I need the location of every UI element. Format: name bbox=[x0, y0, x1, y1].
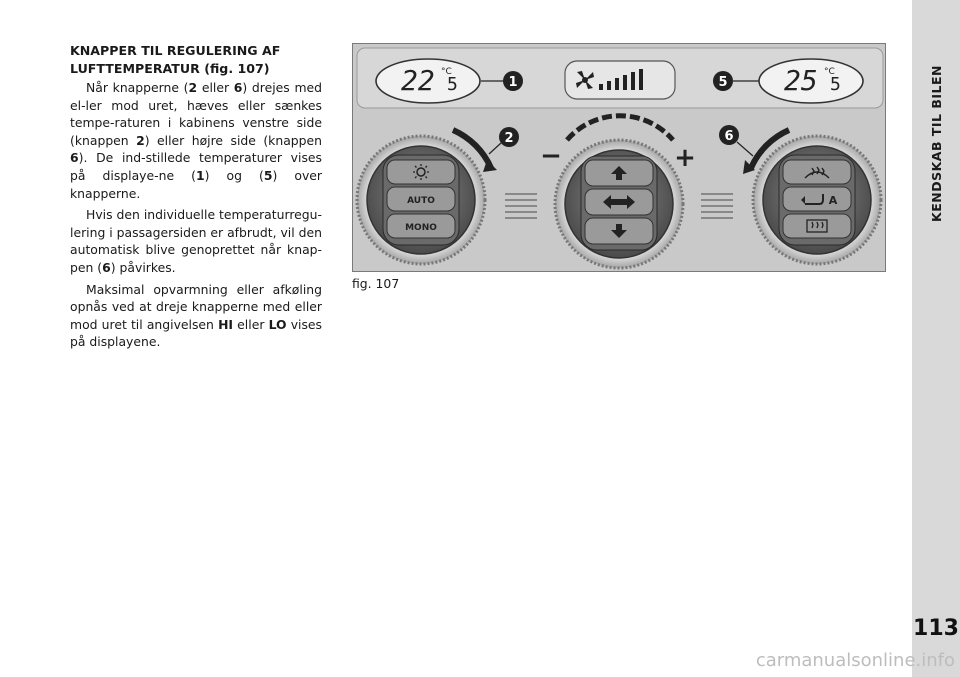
fan-speed-display bbox=[564, 60, 676, 100]
watermark-text: carmanualsonline.info bbox=[755, 650, 955, 671]
svg-text:MONO: MONO bbox=[405, 223, 437, 233]
center-distribution-knob bbox=[553, 138, 685, 270]
windshield-defrost-icon bbox=[804, 166, 830, 179]
callout-6-leader bbox=[736, 141, 754, 157]
side-band bbox=[912, 0, 960, 677]
figure-caption: fig. 107 bbox=[352, 276, 400, 291]
left-temp-decimal: 5 bbox=[447, 74, 458, 95]
recirc-button bbox=[386, 159, 456, 185]
paragraph-1: Når knapperne (2 eller 6) drejes med el-… bbox=[70, 80, 323, 201]
left-temp-display: 22 5 °C bbox=[375, 58, 481, 104]
article-heading: KNAPPER TIL REGULERING AF LUFTTEMPERATUR… bbox=[70, 42, 322, 78]
auto-button bbox=[386, 186, 456, 212]
climate-panel-illustration: 22 5 °C 1 bbox=[355, 47, 884, 270]
callout-2: 2 bbox=[499, 127, 519, 147]
svg-text:2: 2 bbox=[504, 131, 513, 146]
right-vent-grille bbox=[701, 193, 733, 219]
callout-5: 5 bbox=[713, 71, 733, 91]
heading-line-2: LUFTTEMPERATUR (fig. 107) bbox=[70, 61, 270, 76]
car-recirculation-icon bbox=[801, 194, 824, 205]
ac-button bbox=[782, 186, 852, 212]
svg-text:AUTO: AUTO bbox=[407, 196, 435, 206]
right-temp-unit: °C bbox=[824, 67, 835, 77]
svg-text:6: 6 bbox=[724, 129, 733, 144]
fan-speed-arc bbox=[565, 113, 675, 142]
section-title-text: KENDSKAB TIL BILEN bbox=[928, 64, 944, 222]
left-vent-grille bbox=[505, 193, 537, 219]
climate-control-figure: 22 5 °C 1 bbox=[352, 43, 886, 272]
left-temp-main: 22 bbox=[401, 64, 435, 97]
right-temp-decimal: 5 bbox=[830, 74, 841, 95]
callout-1: 1 bbox=[503, 71, 523, 91]
right-temp-display: 25 5 °C bbox=[758, 58, 864, 104]
rear-window-heater-icon bbox=[806, 219, 828, 233]
center-minus-sign: − bbox=[540, 141, 562, 171]
right-knob-arrowhead bbox=[743, 160, 755, 174]
article: KNAPPER TIL REGULERING AF LUFTTEMPERATUR… bbox=[70, 42, 322, 355]
fan-icon bbox=[576, 71, 594, 89]
section-title: KENDSKAB TIL BILEN bbox=[924, 48, 948, 238]
callout-2-leader bbox=[488, 142, 502, 155]
fan-level-bars bbox=[599, 69, 643, 90]
right-knob-arc-arrow bbox=[748, 127, 791, 170]
callout-6: 6 bbox=[719, 125, 739, 145]
arrow-left-right-icon bbox=[603, 195, 635, 209]
sun-icon bbox=[413, 164, 429, 180]
left-temp-unit: °C bbox=[441, 67, 452, 77]
center-plus-sign: + bbox=[674, 143, 696, 173]
svg-text:1: 1 bbox=[508, 75, 517, 90]
paragraph-2: Hvis den individuelle temperaturregu-ler… bbox=[70, 207, 322, 275]
paragraph-3: Maksimal opvarmning eller afkøling opnås… bbox=[70, 281, 323, 350]
svg-text:A: A bbox=[829, 194, 838, 207]
page-number: 113 bbox=[913, 616, 959, 641]
right-temp-main: 25 bbox=[784, 64, 818, 97]
arrow-up-icon bbox=[611, 166, 627, 180]
svg-text:5: 5 bbox=[718, 75, 727, 90]
arrow-down-icon bbox=[611, 224, 627, 238]
left-temp-knob: AUTO MONO bbox=[355, 134, 487, 266]
left-knob-arrowhead bbox=[483, 160, 497, 172]
mono-button bbox=[386, 213, 456, 239]
heading-line-1: KNAPPER TIL REGULERING AF bbox=[70, 43, 281, 58]
right-temp-knob: A bbox=[751, 134, 883, 266]
